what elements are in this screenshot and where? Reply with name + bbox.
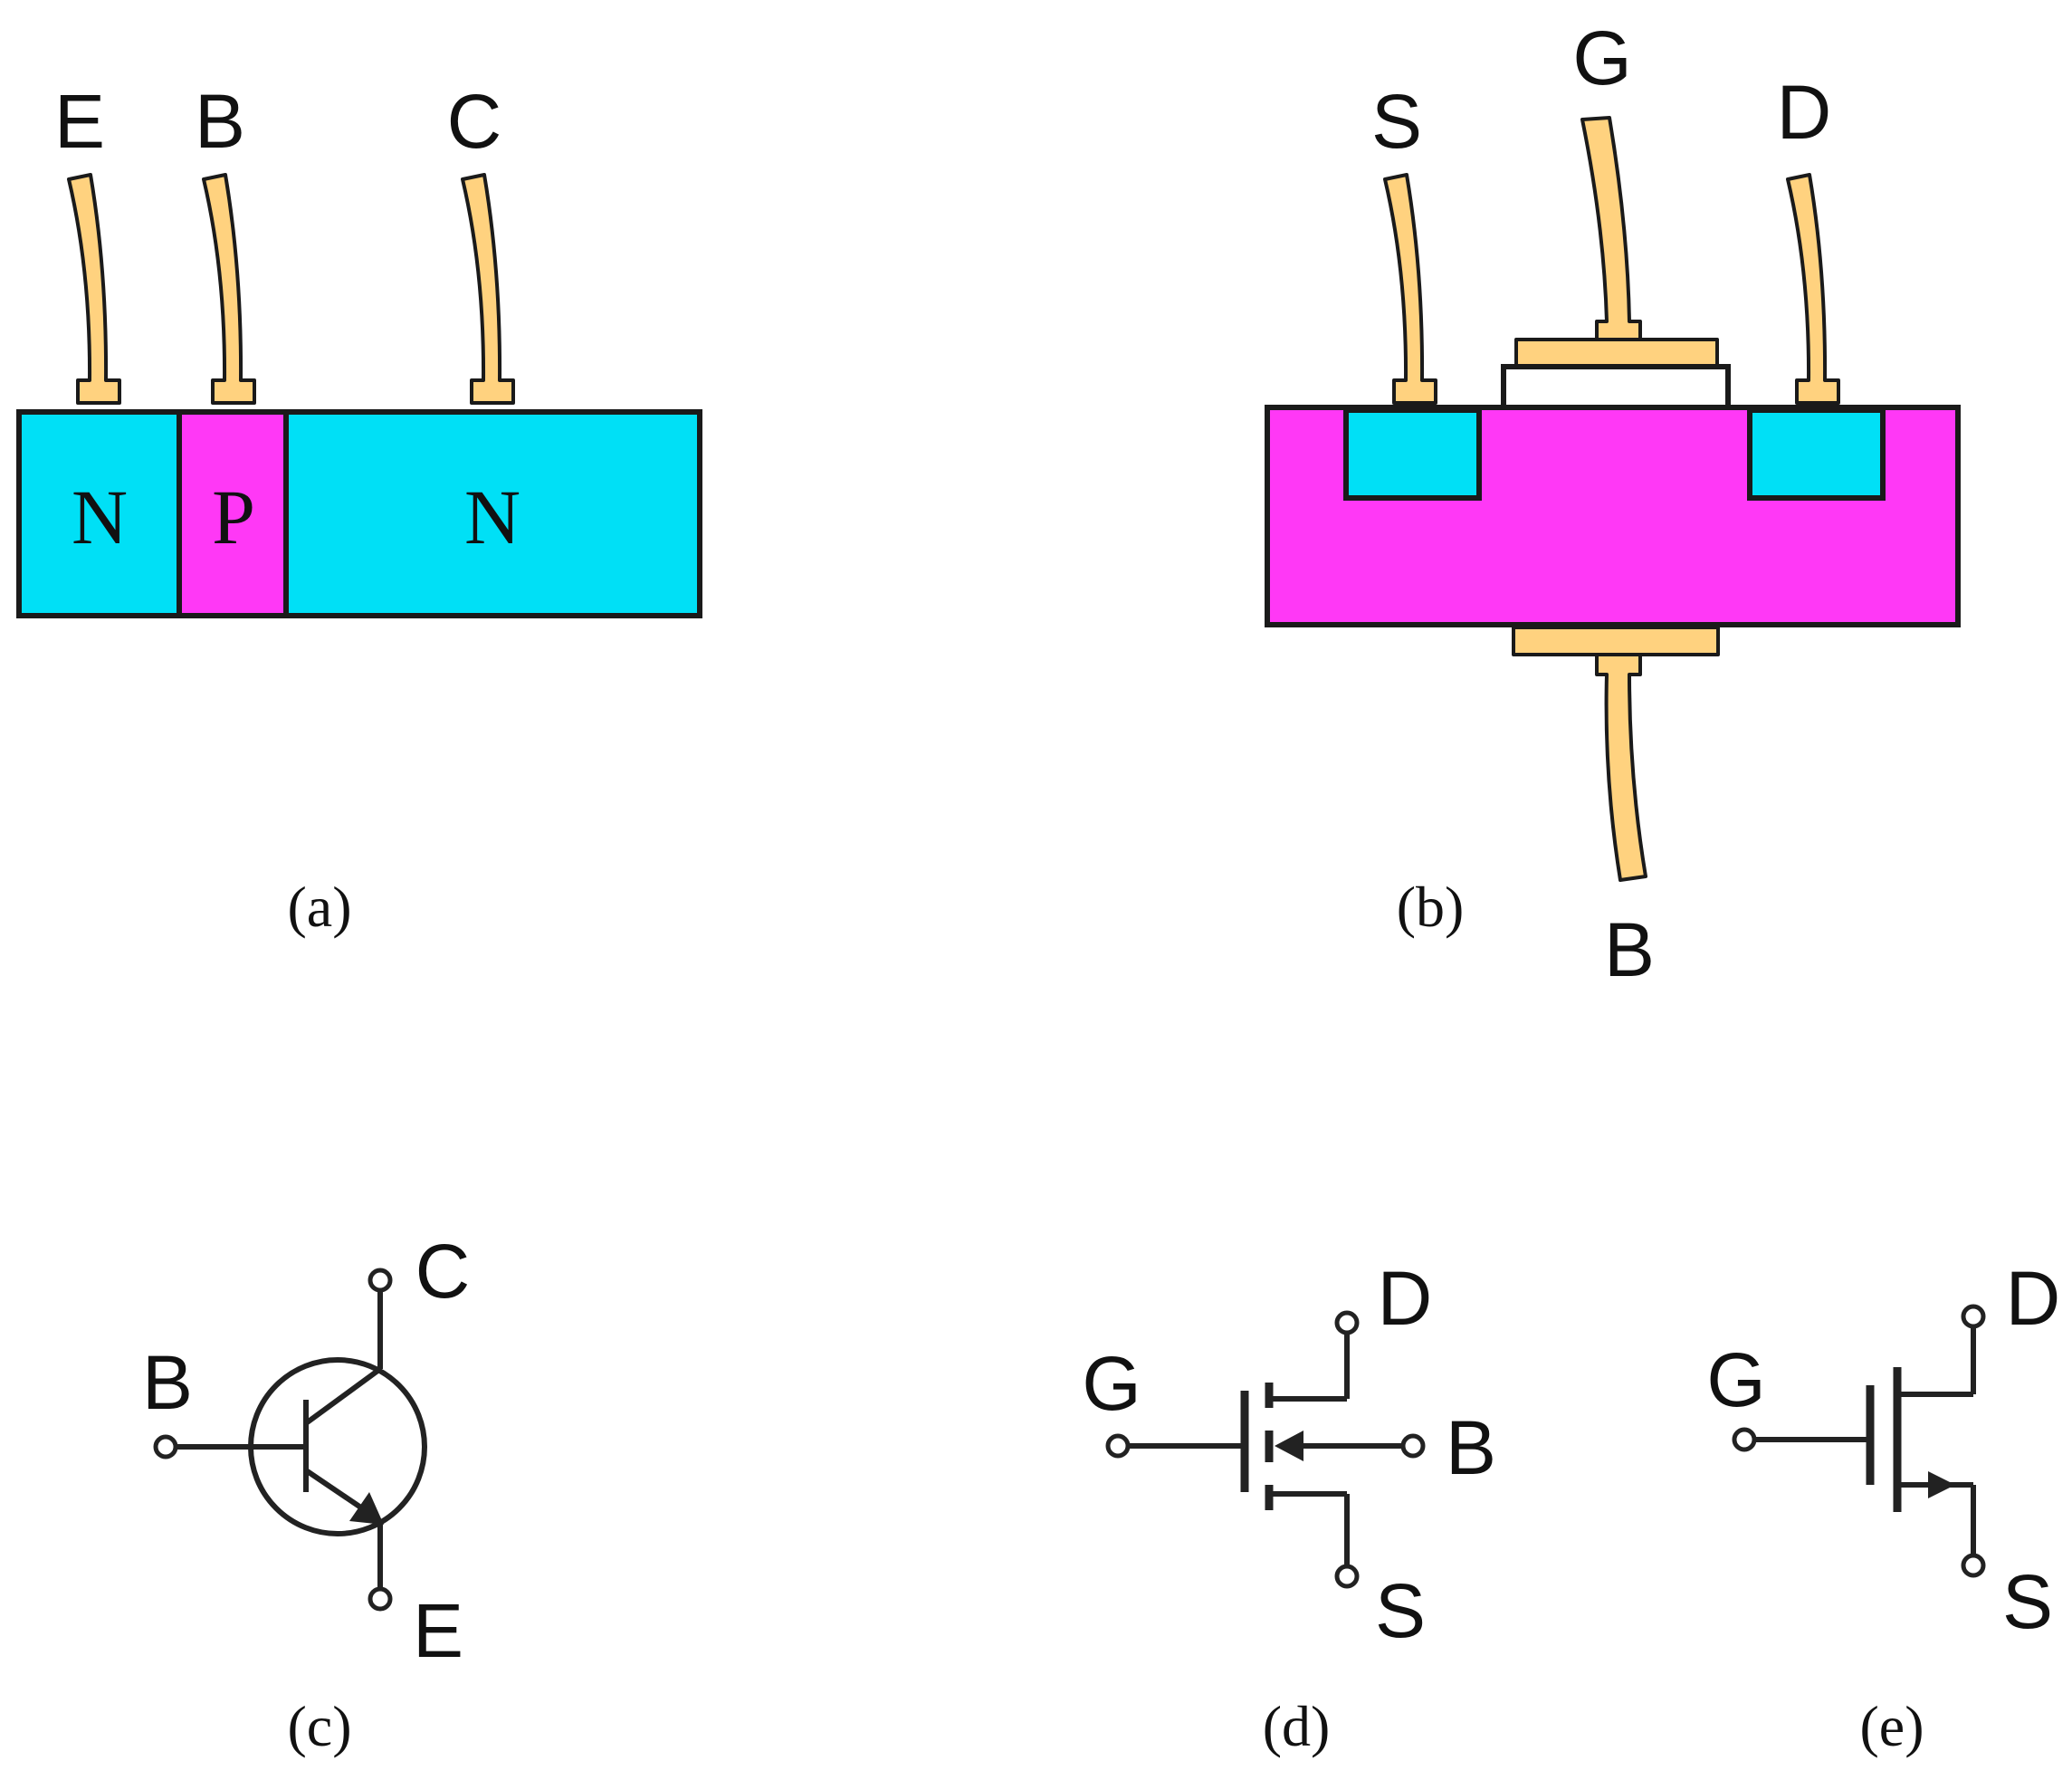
terminal-label-e: E xyxy=(54,79,105,164)
source-lead xyxy=(1383,173,1437,405)
symbol-label-b: B xyxy=(142,1340,193,1425)
terminal-label-b: B xyxy=(195,79,245,164)
gate-lead xyxy=(1580,116,1642,344)
symbol-label-d: D xyxy=(1378,1256,1433,1341)
gate-plate xyxy=(1514,338,1719,368)
source-pin xyxy=(1961,1553,1986,1578)
collector-pin xyxy=(368,1268,393,1293)
symbol-label-g: G xyxy=(1706,1337,1765,1422)
symbol-label-c: C xyxy=(415,1229,471,1314)
symbol-label-body: B xyxy=(1446,1405,1496,1490)
n-source-well xyxy=(1343,407,1482,501)
caption-e: (e) xyxy=(1859,1694,1924,1758)
drain-lead xyxy=(1786,173,1840,405)
base-lead xyxy=(202,173,256,405)
panel-d-mosfet4-symbol: G D B S (d) xyxy=(1082,1256,1496,1758)
drain-pin xyxy=(1961,1304,1986,1329)
terminal-label-d: D xyxy=(1777,70,1832,155)
caption-c: (c) xyxy=(287,1694,351,1758)
emitter-lead xyxy=(67,173,121,405)
source-arrow xyxy=(1928,1471,1955,1498)
drain-pin xyxy=(1334,1310,1360,1335)
n-drain-well xyxy=(1747,407,1886,501)
source-pin xyxy=(1334,1564,1360,1589)
panel-e-mosfet3-symbol: G D S (e) xyxy=(1706,1256,2060,1758)
caption-a: (a) xyxy=(287,875,351,939)
region-label-n-collector: N xyxy=(464,474,520,560)
symbol-label-e: E xyxy=(413,1588,463,1673)
symbol-label-s: S xyxy=(2002,1559,2053,1644)
collector-lead xyxy=(461,173,515,405)
collector-diagonal xyxy=(304,1366,382,1426)
symbol-label-g: G xyxy=(1082,1341,1141,1426)
panel-c-bjt-symbol: C B E (c) xyxy=(142,1229,470,1758)
body-plate xyxy=(1512,626,1720,656)
caption-b: (b) xyxy=(1397,875,1465,939)
body-lead xyxy=(1595,653,1647,882)
region-label-n-emitter: N xyxy=(72,474,128,560)
symbol-label-d: D xyxy=(2006,1256,2061,1341)
body-arrow xyxy=(1275,1431,1303,1461)
base-pin xyxy=(153,1434,178,1459)
body-pin xyxy=(1400,1433,1426,1459)
gate-pin xyxy=(1732,1427,1757,1452)
terminal-label-c: C xyxy=(447,79,502,164)
terminal-label-body: B xyxy=(1604,907,1655,992)
n-collector-region xyxy=(283,409,702,618)
caption-d: (d) xyxy=(1263,1694,1331,1758)
panel-b-mosfet-structure: S G D B (b) xyxy=(1265,15,1961,992)
gate-oxide xyxy=(1501,364,1731,410)
p-base-region xyxy=(177,409,289,618)
region-label-p-base: P xyxy=(212,474,255,560)
emitter-arrow xyxy=(349,1492,384,1525)
n-emitter-region xyxy=(16,409,182,618)
gate-pin xyxy=(1105,1433,1131,1459)
terminal-label-s: S xyxy=(1371,79,1422,164)
terminal-label-g: G xyxy=(1572,15,1631,100)
emitter-pin xyxy=(368,1586,393,1612)
symbol-label-s: S xyxy=(1375,1568,1426,1653)
panel-a-bjt-structure: N P N E B C (a) xyxy=(16,79,702,939)
